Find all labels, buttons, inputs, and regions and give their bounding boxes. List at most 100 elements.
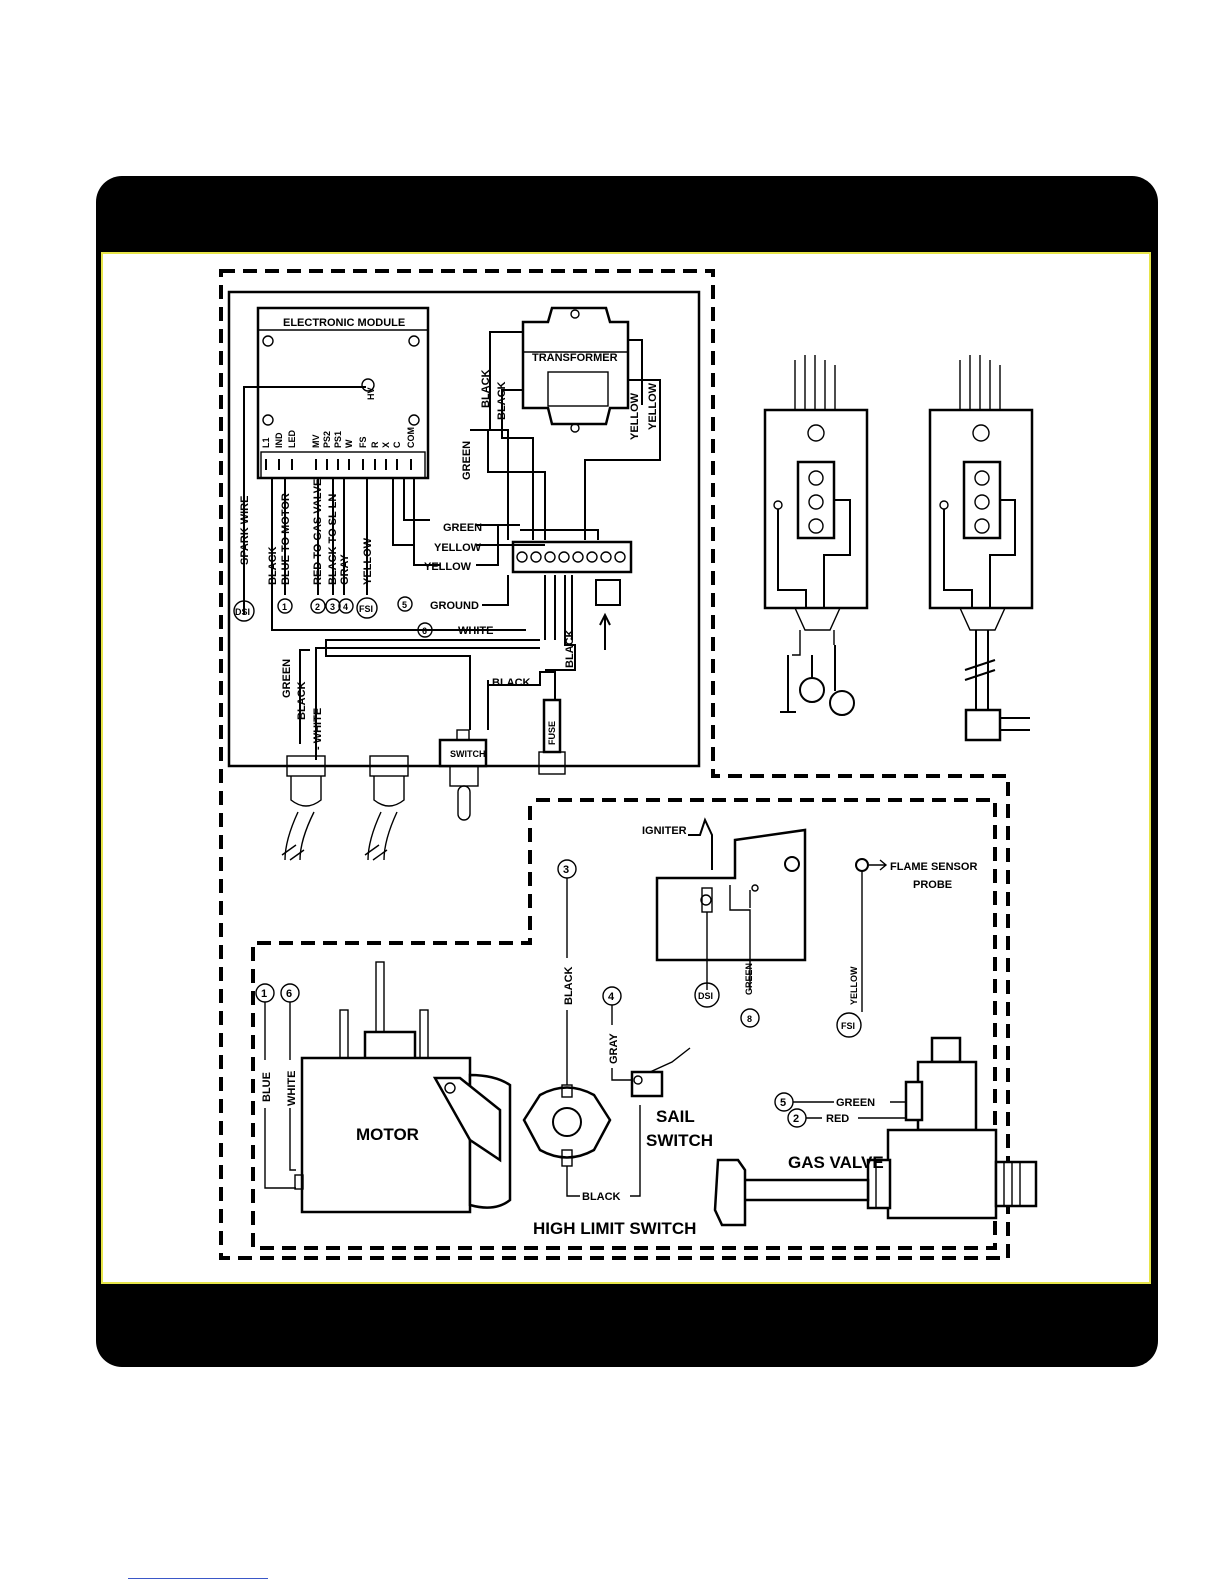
switch-label: SWITCH (450, 749, 486, 759)
harness-black-label: BLACK (296, 681, 308, 720)
marker-4-bottom: 4 (608, 991, 615, 1003)
marker-1-bottom: 1 (261, 988, 267, 1000)
high-limit-black-label: BLACK (563, 966, 575, 1005)
terminal-label-x: X (381, 442, 391, 448)
transformer-black-label-1: BLACK (480, 369, 492, 408)
terminal-label-c: C (392, 441, 402, 448)
transformer-green-label: GREEN (461, 441, 473, 480)
motor-white-label: WHITE (286, 1071, 298, 1106)
terminal-label-l1: L1 (261, 437, 271, 448)
green-label: GREEN (443, 522, 482, 534)
control-box-wiring (271, 331, 661, 760)
terminal-label-mv: MV (311, 435, 321, 449)
marker-2-bottom: 2 (793, 1113, 799, 1125)
black-l1-label: BLACK (267, 546, 279, 585)
sail-switch-label-1: SAIL (656, 1107, 695, 1126)
terminal-screw (586, 551, 598, 563)
yellow-label-1: YELLOW (434, 542, 482, 554)
flame-sensor-label-2: PROBE (913, 879, 952, 891)
marker-2-top: 2 (315, 602, 320, 612)
motor-label: MOTOR (356, 1125, 419, 1144)
motor-assembly: MOTOR 1 6 BLUE WHITE (255, 961, 512, 1214)
footer-link-underline (128, 1578, 268, 1579)
switch-and-fuse: SWITCH FUSE (438, 698, 566, 821)
strip-black-label: BLACK (564, 629, 576, 668)
control-box-markers: DSI 1 2 3 4 FSI 5 6 (233, 596, 433, 638)
marker-4-top: 4 (343, 602, 348, 612)
marker-3-top: 3 (330, 602, 335, 612)
terminal-label-led: LED (287, 429, 297, 448)
dsi-marker-top: DSI (235, 607, 250, 617)
white-label: WHITE (458, 625, 493, 637)
yellow-fs-label: YELLOW (362, 537, 374, 585)
terminal-label-ind: IND (274, 432, 284, 448)
terminal-screw (544, 551, 556, 563)
terminal-label-ps1: PS1 (333, 431, 343, 448)
gas-valve: GAS VALVE 5 2 GREEN RED (713, 1036, 1038, 1227)
fuse-label: FUSE (547, 721, 557, 745)
terminal-label-com: COM (406, 427, 416, 448)
electronic-module-title: ELECTRONIC MODULE (283, 317, 405, 329)
igniter-green-label: GREEN (744, 963, 754, 995)
blue-to-motor-label: BLUE TO MOTOR (280, 493, 292, 585)
flame-sensor-probe: FLAME SENSOR PROBE YELLOW FSI (836, 858, 977, 1038)
terminal-label-fs: FS (358, 436, 368, 448)
transformer-black-label-2: BLACK (496, 381, 508, 420)
spark-wire-label: SPARK WIRE (239, 496, 251, 565)
gas-valve-label: GAS VALVE (788, 1153, 884, 1172)
wall-control-left (763, 355, 869, 716)
hv-label: HV (366, 387, 376, 400)
yellow-label-2: YELLOW (424, 561, 472, 573)
transformer-yellow-label-2: YELLOW (647, 382, 659, 430)
terminal-screw (572, 551, 584, 563)
switch-black-label: BLACK (492, 677, 531, 689)
terminal-screw (516, 551, 528, 563)
fsi-marker-top: FSI (359, 604, 373, 614)
terminal-label-w: W (344, 439, 354, 448)
gas-valve-red-label: RED (826, 1113, 849, 1125)
cord-connectors (281, 755, 409, 861)
marker-5-bottom: 5 (780, 1097, 786, 1109)
dsi-marker-bottom: DSI (698, 991, 713, 1001)
ground-label: GROUND (430, 600, 479, 612)
terminal-screw (600, 551, 612, 563)
harness-white-label: - WHITE (312, 708, 324, 750)
terminal-screw (614, 551, 626, 563)
sail-switch: 4 GRAY SAIL SWITCH (602, 986, 713, 1150)
black-to-sl-ln-label: BLACK TO SL LN (327, 494, 339, 585)
flame-sensor-label-1: FLAME SENSOR (890, 861, 977, 873)
harness-green-label: GREEN (281, 659, 293, 698)
motor-blue-label: BLUE (261, 1072, 273, 1102)
burner-area-dashed-outline (251, 798, 997, 1250)
terminal-screw (530, 551, 542, 563)
high-limit-black-label-bottom: BLACK (582, 1191, 621, 1203)
terminal-label-ps2: PS2 (322, 431, 332, 448)
igniter-assembly: IGNITER DSI GREEN 8 (642, 817, 807, 1028)
transformer: TRANSFORMER (521, 306, 630, 433)
transformer-title: TRANSFORMER (532, 352, 618, 364)
terminal-screw (558, 551, 570, 563)
red-to-gas-valve-label: RED TO GAS VALVE (312, 479, 324, 585)
marker-8: 8 (747, 1014, 752, 1024)
high-limit-switch: 3 BLACK BLACK HIGH LIMIT SWITCH (522, 859, 696, 1238)
flame-sensor-yellow-label: YELLOW (849, 966, 859, 1005)
igniter-label: IGNITER (642, 825, 687, 837)
marker-5-top: 5 (402, 600, 407, 610)
terminal-label-r: R (370, 441, 380, 448)
transformer-yellow-label-1: YELLOW (629, 392, 641, 440)
gas-valve-green-label: GREEN (836, 1097, 875, 1109)
sail-gray-label: GRAY (608, 1033, 620, 1064)
sail-switch-label-2: SWITCH (646, 1131, 713, 1150)
control-box-dashed-outline (219, 269, 1010, 1260)
marker-3-bottom: 3 (563, 864, 569, 876)
gray-label: GRAY (339, 554, 351, 585)
control-box-labels: SPARK WIRE BLACK BLUE TO MOTOR RED TO GA… (239, 369, 659, 750)
terminal-strip (511, 540, 633, 574)
marker-6-top: 6 (422, 626, 427, 636)
wall-control-right (928, 355, 1034, 742)
high-limit-switch-label: HIGH LIMIT SWITCH (533, 1219, 696, 1238)
fsi-marker-bottom: FSI (841, 1021, 855, 1031)
